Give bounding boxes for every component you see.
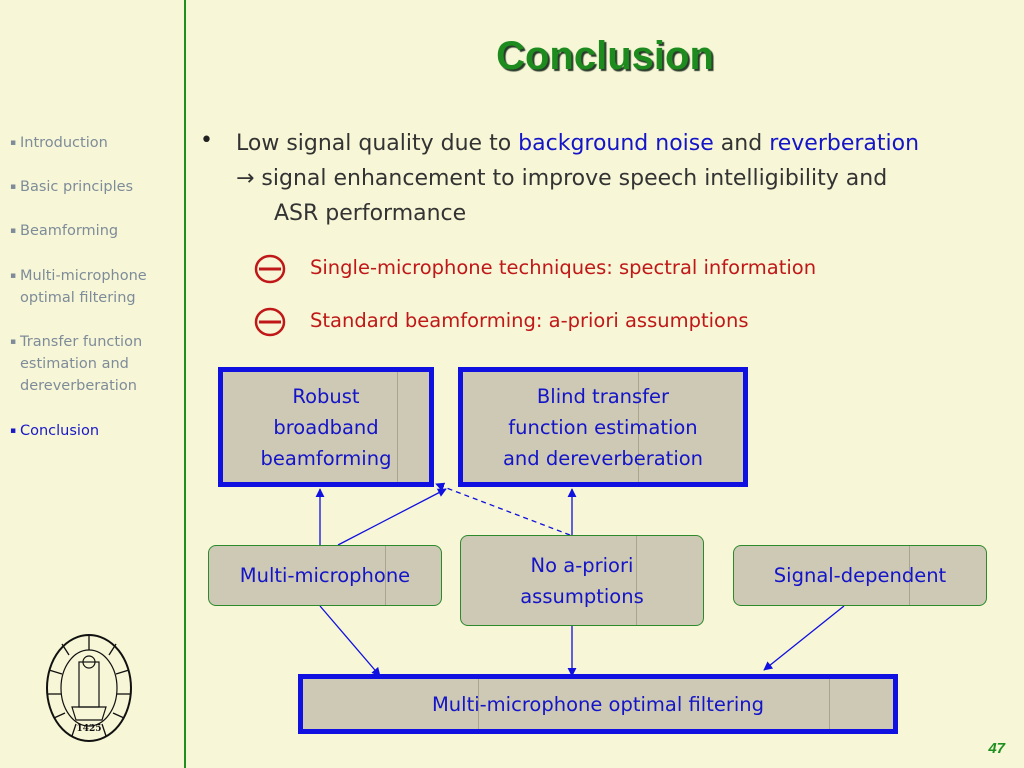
main-bullet: Low signal quality due to background noi… [236, 126, 1024, 231]
university-seal-logo: 1425 [46, 634, 132, 742]
subpoint-standard-beamforming: Standard beamforming: a-priori assumptio… [254, 307, 954, 337]
nav-item-basic-principles[interactable]: ▪ Basic principles [10, 176, 180, 198]
arrow-signaldep-to-mmof [763, 605, 845, 671]
nav-item-multi-microphone-optimal-filtering[interactable]: ▪ Multi-microphone optimal filtering [10, 265, 180, 309]
nav-item-introduction[interactable]: ▪ Introduction [10, 132, 180, 154]
slide-title: Conclusion [496, 34, 714, 78]
arrow-noapriori-to-robust-dashed [435, 482, 571, 536]
box-multi-microphone-optimal-filtering: Multi-microphone optimal filtering [298, 674, 898, 734]
arrow-multimic-to-mmof [319, 605, 381, 677]
nav-item-transfer-function-estimation[interactable]: ▪ Transfer function estimation and derev… [10, 331, 180, 397]
box-no-apriori-assumptions: No a-priori assumptions [460, 535, 704, 626]
highlight-reverberation: reverberation [769, 131, 920, 156]
box-robust-broadband-beamforming: Robust broadband beamforming [218, 367, 434, 487]
minus-circle-icon [254, 254, 286, 284]
main-bullet-line-1: Low signal quality due to background noi… [236, 131, 920, 156]
nav-bullet-icon: ▪ [10, 226, 17, 236]
nav-bullet-icon: ▪ [10, 426, 17, 436]
minus-circle-icon [254, 307, 286, 337]
nav-bullet-icon: ▪ [10, 337, 17, 347]
nav-bullet-icon: ▪ [10, 138, 17, 148]
bullet-icon: • [200, 128, 213, 153]
nav-item-conclusion[interactable]: ▪ Conclusion [10, 420, 180, 442]
page-number: 47 [988, 740, 1005, 757]
sidebar-divider [184, 0, 186, 768]
box-blind-transfer-function: Blind transfer function estimation and d… [458, 367, 748, 487]
nav-bullet-icon: ▪ [10, 271, 17, 281]
nav-item-beamforming[interactable]: ▪ Beamforming [10, 220, 180, 242]
arrow-right-icon: → [236, 166, 255, 191]
main-bullet-line-3: ASR performance [274, 201, 467, 226]
main-bullet-line-2: → signal enhancement to improve speech i… [236, 166, 888, 191]
box-multi-microphone: Multi-microphone [208, 545, 442, 606]
subpoint-single-microphone: Single-microphone techniques: spectral i… [254, 254, 954, 284]
arrow-multimic-to-robust-diag [337, 488, 447, 546]
box-signal-dependent: Signal-dependent [733, 545, 987, 606]
svg-text:1425: 1425 [76, 724, 101, 734]
nav-bullet-icon: ▪ [10, 182, 17, 192]
highlight-background-noise: background noise [518, 131, 714, 156]
